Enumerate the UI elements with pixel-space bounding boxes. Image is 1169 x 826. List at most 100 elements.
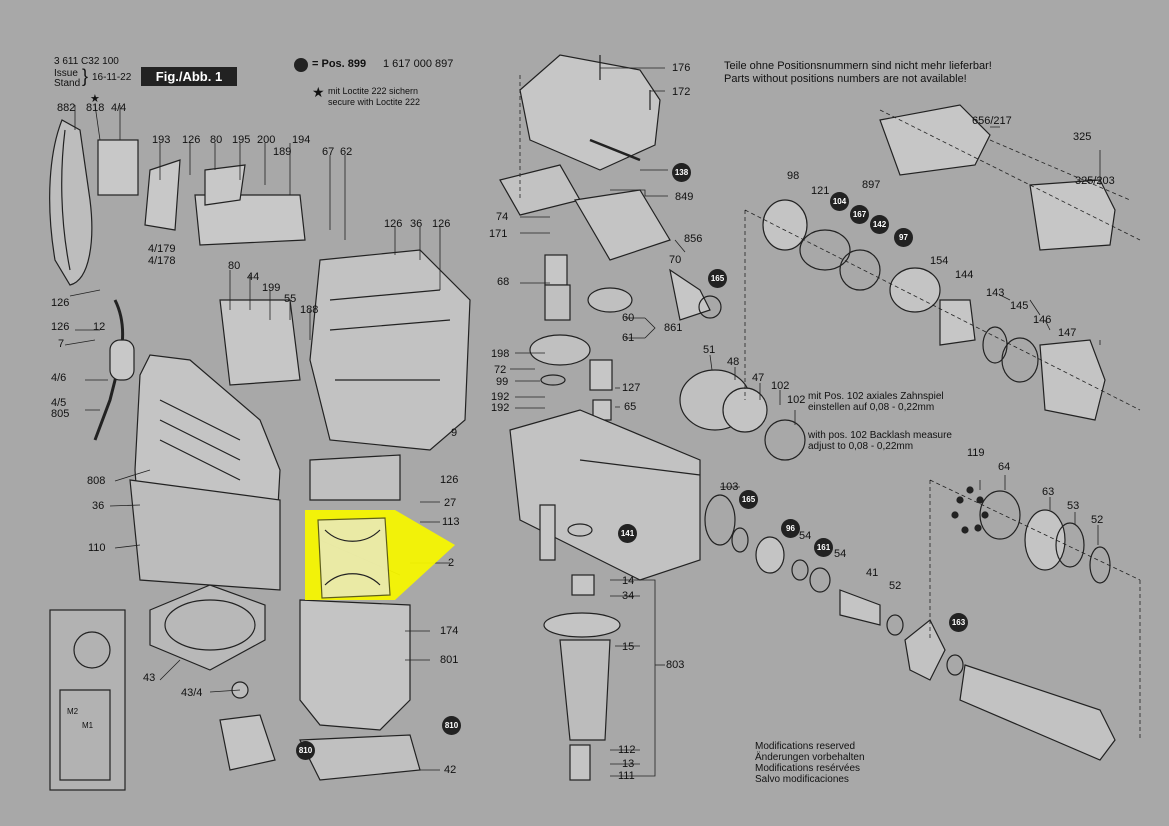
- part-label: 4/178: [148, 255, 176, 267]
- part-label: 13: [622, 758, 635, 770]
- spindle: [959, 664, 1116, 761]
- part-label: 80: [210, 134, 223, 146]
- part-badge: 141: [618, 524, 637, 543]
- brush-holder: [299, 734, 421, 781]
- part-label: 127: [622, 382, 641, 394]
- part-label: 171: [489, 228, 508, 240]
- part-label: 52: [889, 580, 902, 592]
- armature: [559, 639, 611, 741]
- pos-899-dot-icon: [294, 58, 308, 72]
- mod-fr: Modifications resérvées: [755, 763, 861, 774]
- part-label: 14: [622, 575, 635, 587]
- part-badge: 142: [870, 215, 889, 234]
- part-label: 195: [232, 134, 251, 146]
- gear-housing: [309, 249, 471, 451]
- part-label: 189: [273, 146, 292, 158]
- part-label: 55: [284, 293, 297, 305]
- part-label: 103: [720, 481, 739, 493]
- part-badge: 165: [708, 269, 727, 288]
- part-label: 74: [496, 211, 509, 223]
- part-badge: 810: [296, 741, 315, 760]
- part-label: 4/6: [51, 372, 67, 384]
- part-label: 121: [811, 185, 830, 197]
- part-label: 126: [51, 321, 70, 333]
- part-badge: 97: [894, 228, 913, 247]
- part-label: 808: [87, 475, 106, 487]
- part-label: 43/4: [181, 687, 203, 699]
- chuck: [879, 104, 991, 176]
- part-label: 154: [930, 255, 949, 267]
- part-label: 146: [1033, 314, 1052, 326]
- part-label: 68: [497, 276, 510, 288]
- part-badge: 138: [672, 163, 691, 182]
- part-label: 126: [182, 134, 201, 146]
- part-badge: 96: [781, 519, 800, 538]
- part-label: 54: [799, 530, 812, 542]
- part-label: 36: [410, 218, 423, 230]
- switch-block: [97, 139, 139, 196]
- part-label: 67: [322, 146, 335, 158]
- part-label: 62: [340, 146, 353, 158]
- gear-1: [587, 287, 633, 313]
- part-label: 805: [51, 408, 70, 420]
- part-label: 48: [727, 356, 740, 368]
- part-label: 849: [675, 191, 694, 203]
- ring-part: [194, 194, 306, 246]
- part-label: 54: [834, 548, 847, 560]
- part-label: 4/5: [51, 397, 67, 409]
- part-label: 72: [494, 364, 507, 376]
- part-label: 102: [787, 394, 806, 406]
- star-icon-818: ★: [90, 93, 100, 105]
- part-badge: 165: [739, 490, 758, 509]
- brace-glyph: }: [82, 66, 89, 86]
- part-badge: 810: [442, 716, 461, 735]
- part-label: 12: [93, 321, 106, 333]
- part-label: 119: [967, 447, 985, 459]
- part-label: 818: [86, 102, 105, 114]
- part-label: 7: [58, 338, 65, 350]
- part-label: 110: [88, 542, 106, 554]
- part-label: 112: [618, 744, 636, 756]
- gear-carrier: [509, 409, 701, 581]
- availability-en: Parts without positions numbers are not …: [724, 73, 967, 85]
- pos-899-label: = Pos. 899: [312, 58, 367, 70]
- part-label: 44: [247, 271, 260, 283]
- star-icon: ★: [312, 84, 325, 100]
- part-label: 4/4: [111, 102, 127, 114]
- part-label: 143: [986, 287, 1005, 299]
- part-label: 99: [496, 376, 509, 388]
- part-label: 60: [622, 312, 635, 324]
- part-label: 856: [684, 233, 703, 245]
- part-label: 198: [491, 348, 510, 360]
- wiring-schematic: [49, 609, 126, 791]
- part-label: 80: [228, 260, 241, 272]
- part-label: 70: [669, 254, 682, 266]
- part-label: 199: [262, 282, 281, 294]
- schematic-m2: M2: [67, 707, 79, 716]
- loctite-en: secure with Loctite 222: [328, 97, 421, 107]
- part-label: 64: [998, 461, 1011, 473]
- mod-en: Modifications reserved: [755, 741, 856, 752]
- issue-date: 16-11-22: [92, 72, 132, 83]
- part-badge: 161: [814, 538, 833, 557]
- part-label: 325: [1073, 131, 1092, 143]
- top-cover: [519, 54, 661, 171]
- part-label: 200: [257, 134, 276, 146]
- backlash-en-1: with pos. 102 Backlash measure: [808, 430, 952, 441]
- part-label: 53: [1067, 500, 1080, 512]
- part-label: 144: [955, 269, 974, 281]
- part-label: 194: [292, 134, 311, 146]
- part-badge: 104: [830, 192, 849, 211]
- part-label: 172: [672, 86, 691, 98]
- part-label: 41: [866, 567, 879, 579]
- part-label: 126: [432, 218, 451, 230]
- issue-label: Issue: [54, 68, 78, 79]
- stand-label: Stand: [54, 78, 81, 89]
- part-label: 126: [440, 474, 459, 486]
- part-label: 63: [1042, 486, 1055, 498]
- mod-de: Änderungen vorbehalten: [755, 752, 865, 763]
- part-label: 61: [622, 332, 635, 344]
- motor-housing: [299, 599, 411, 731]
- part-label: 145: [1010, 300, 1029, 312]
